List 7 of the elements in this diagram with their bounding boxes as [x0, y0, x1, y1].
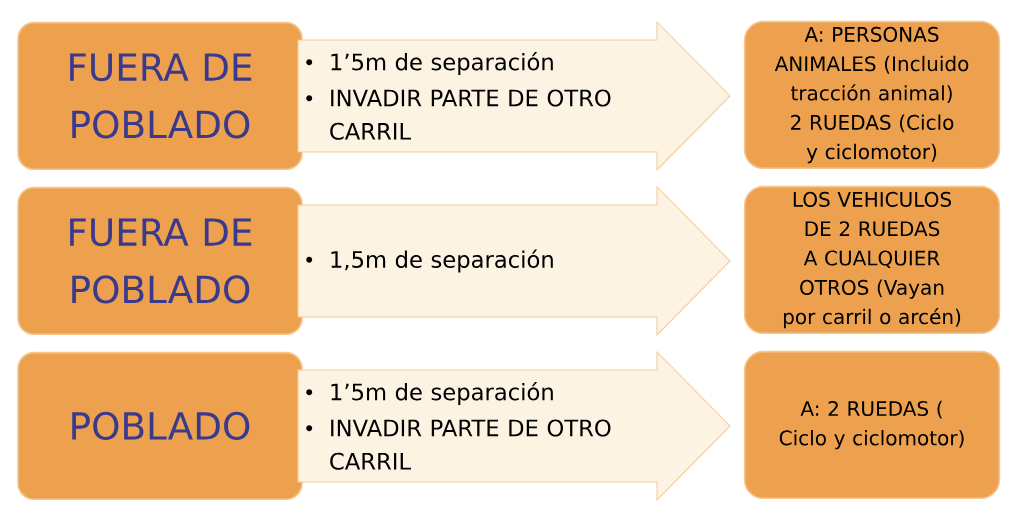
rule-box: A: 2 RUEDAS ( Ciclo y ciclomotor)	[743, 350, 1001, 500]
place-box: FUERA DE POBLADO	[17, 186, 303, 336]
place-box: POBLADO	[17, 351, 303, 501]
arrow-box: 1’5m de separación INVADIR PARTE DE OTRO CARRIL	[297, 350, 731, 502]
place-box: FUERA DE POBLADO	[17, 21, 303, 171]
arrow-box: 1’5m de separación INVADIR PARTE DE OTRO CARRIL	[297, 20, 731, 172]
arrow-box: 1,5m de separación	[297, 185, 731, 337]
